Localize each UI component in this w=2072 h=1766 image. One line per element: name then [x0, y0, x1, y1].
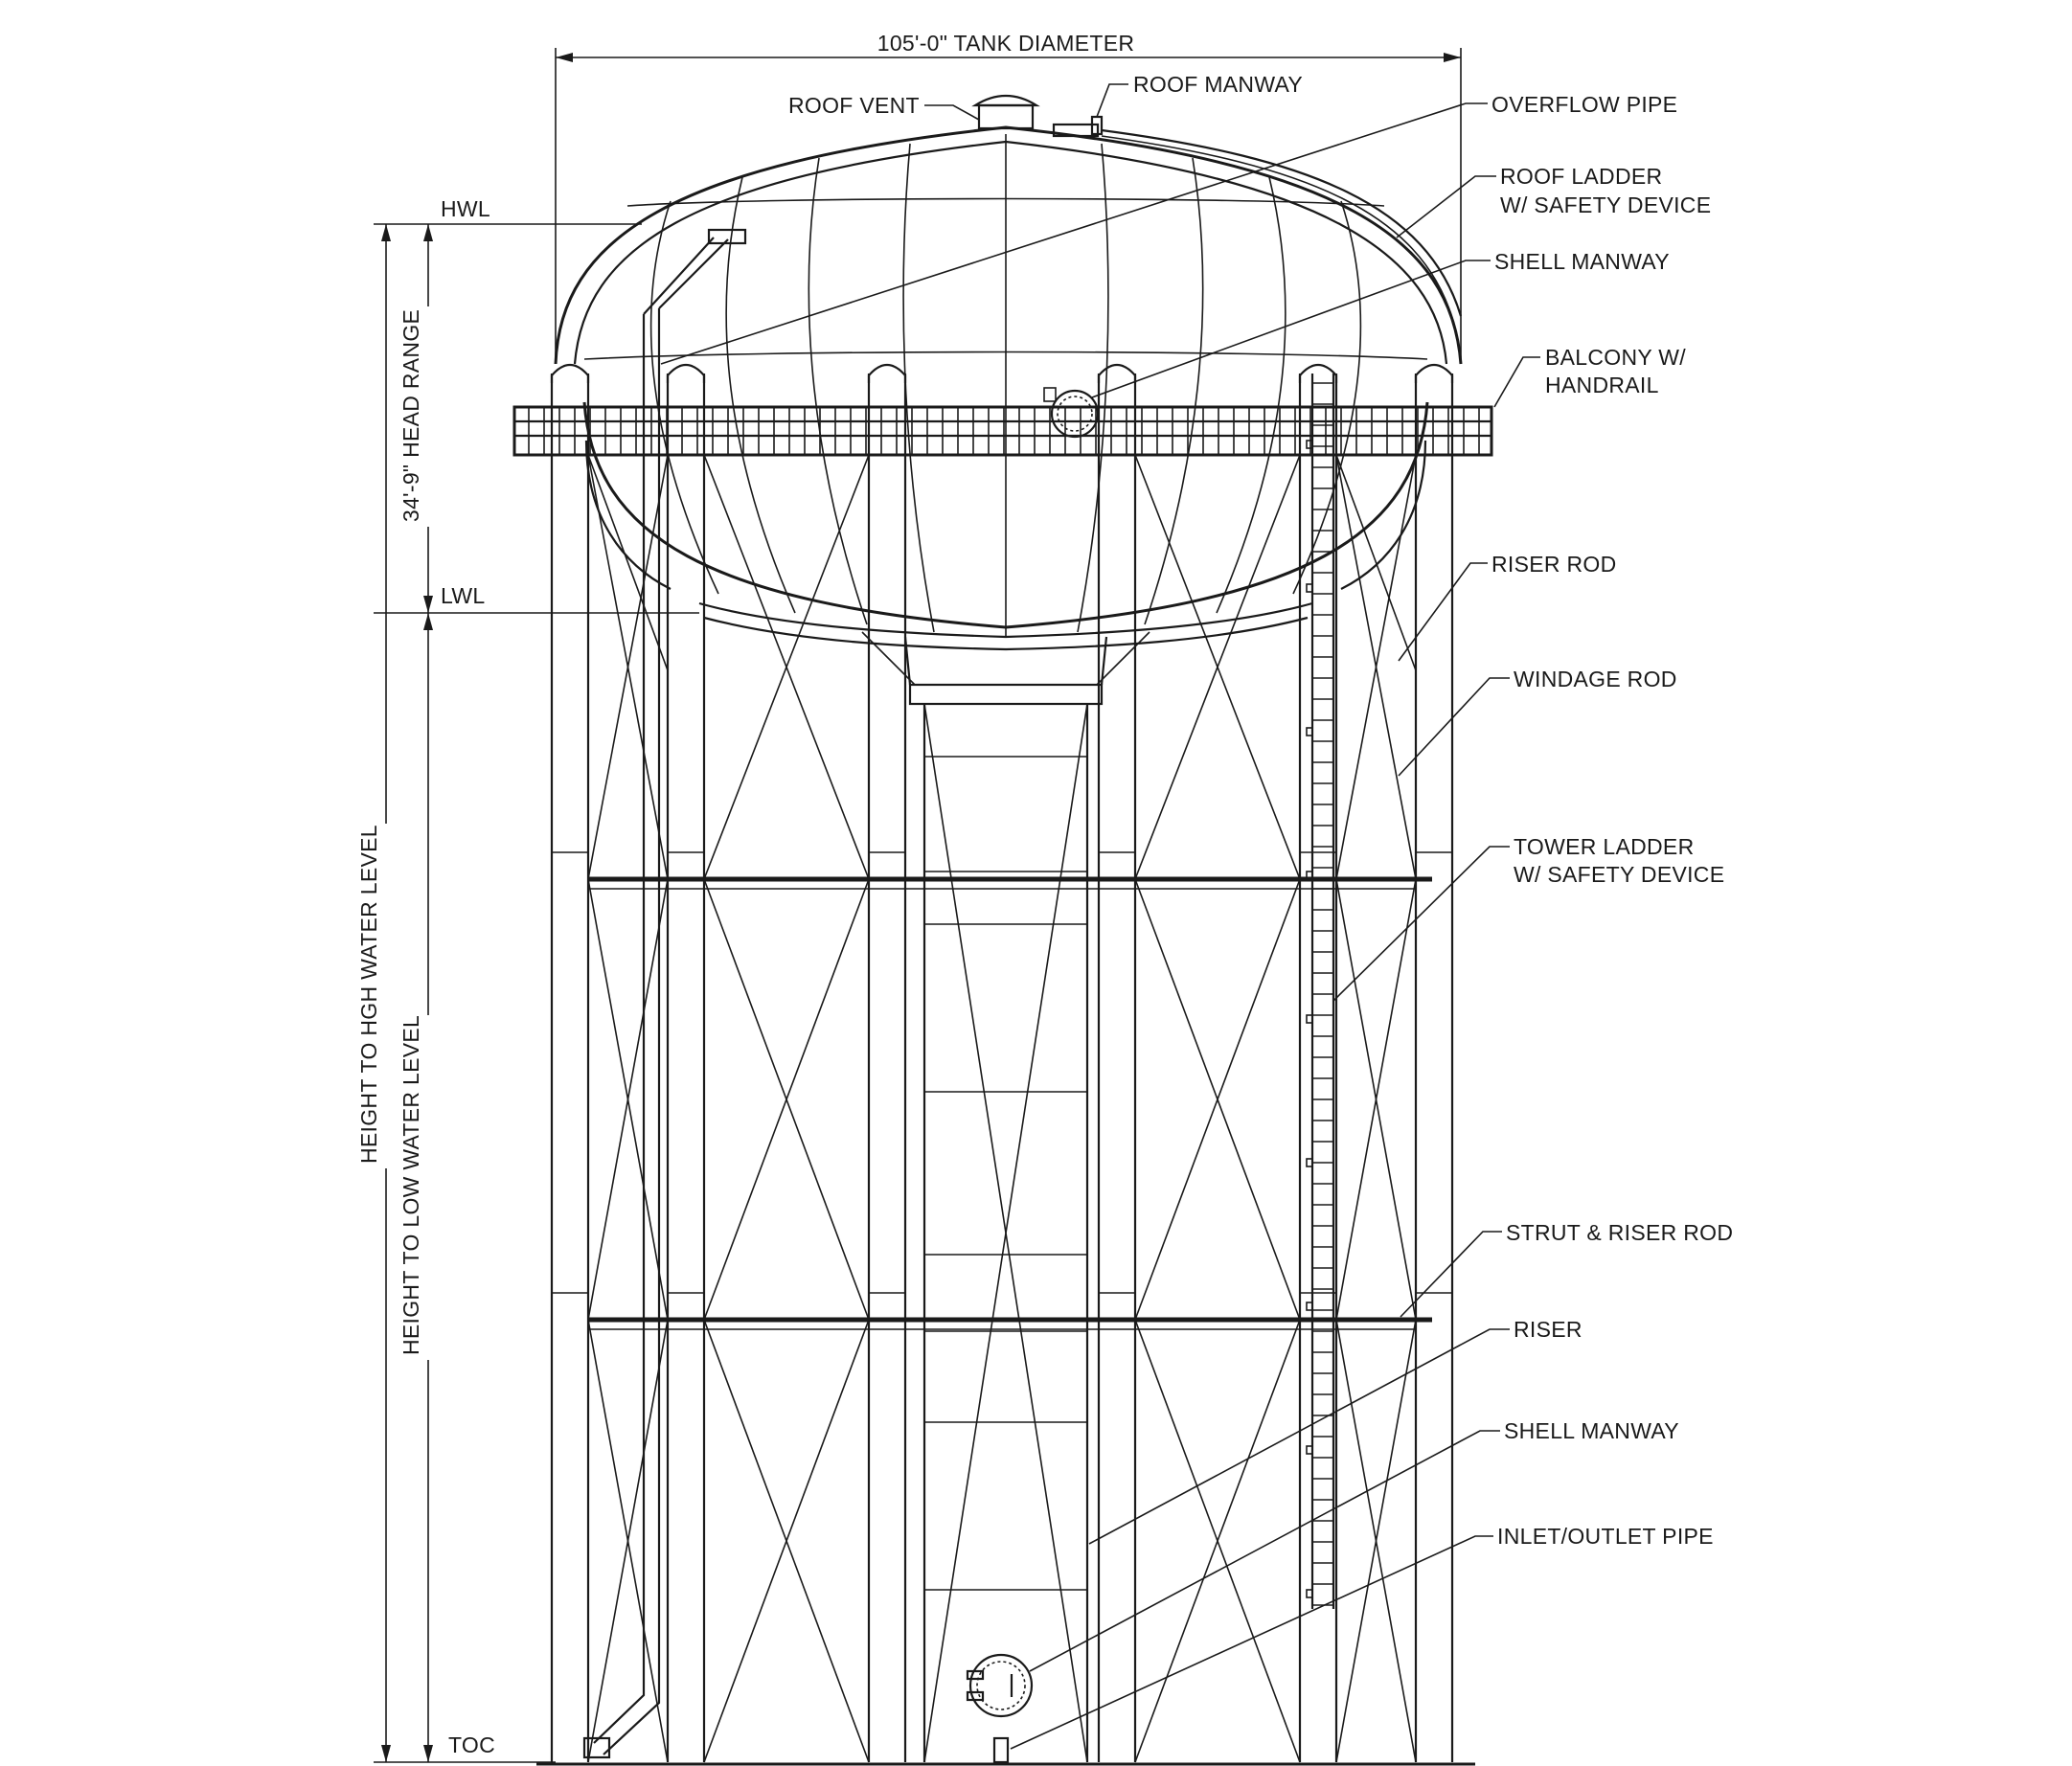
height-low-water-label: HEIGHT TO LOW WATER LEVEL	[398, 1015, 423, 1355]
hwl-label: HWL	[441, 196, 490, 221]
windage-rod	[587, 1319, 669, 1763]
lwl-label: LWL	[441, 583, 486, 608]
callout-tower-ladder-1: TOWER LADDER	[1514, 834, 1694, 859]
column-caps	[550, 363, 1454, 383]
column-cap-4	[1097, 363, 1137, 383]
height-high-water-label: HEIGHT TO HGH WATER LEVEL	[356, 825, 381, 1164]
column-cap-3	[867, 363, 907, 383]
riser-rod	[587, 454, 669, 671]
windage-rod	[703, 878, 870, 1321]
windage-rod	[587, 454, 669, 880]
vertical-dimensions: HEIGHT TO HGH WATER LEVEL HEIGHT TO LOW …	[356, 224, 444, 1762]
column-cap-6	[1414, 363, 1454, 383]
column-cap-1	[550, 363, 590, 383]
tower-ladder	[1306, 374, 1335, 1609]
windage-rod	[703, 454, 870, 880]
callouts: ROOF VENT ROOF MANWAY OVERFLOW PIPE ROOF…	[660, 72, 1733, 1750]
ladder-clip	[1306, 727, 1313, 736]
tower-bracing	[587, 454, 1417, 1763]
callout-shell-manway-top: SHELL MANWAY	[1494, 249, 1670, 274]
callout-windage-rod: WINDAGE ROD	[1514, 667, 1677, 691]
riser-rod	[1335, 454, 1417, 671]
callout-tower-ladder-2: W/ SAFETY DEVICE	[1514, 862, 1724, 887]
ladder-clip	[1306, 1158, 1313, 1167]
windage-rod	[1134, 454, 1301, 880]
riser	[922, 703, 1089, 1763]
tank-diameter-dimension: 105'-0" TANK DIAMETER	[555, 29, 1462, 364]
ladder-clip	[1306, 1589, 1313, 1598]
callout-roof-manway: ROOF MANWAY	[1133, 72, 1303, 97]
tank-diameter-label: 105'-0" TANK DIAMETER	[877, 31, 1135, 56]
callout-riser-rod: RISER ROD	[1491, 552, 1617, 577]
column-cap-5	[1298, 363, 1338, 383]
callout-strut-riser-rod: STRUT & RISER ROD	[1506, 1220, 1733, 1245]
balcony-with-handrail	[512, 405, 1493, 457]
windage-rod	[1134, 1319, 1301, 1763]
callout-balcony-2: HANDRAIL	[1545, 373, 1659, 397]
inlet-outlet-pipe	[992, 1736, 1010, 1764]
windage-rod	[1335, 878, 1417, 1321]
windage-rod	[587, 878, 669, 1321]
ladder-clip	[1306, 440, 1313, 449]
callout-inlet-outlet-pipe: INLET/OUTLET PIPE	[1497, 1524, 1714, 1549]
shell-manway-top	[1043, 387, 1100, 439]
callout-roof-ladder-1: ROOF LADDER	[1500, 164, 1662, 189]
ladder-clip	[1306, 1014, 1313, 1024]
callout-riser: RISER	[1514, 1317, 1582, 1342]
callout-roof-ladder-2: W/ SAFETY DEVICE	[1500, 192, 1711, 217]
windage-rod	[1335, 454, 1417, 880]
head-range-label: 34'-9" HEAD RANGE	[398, 309, 423, 522]
tower-columns	[550, 374, 1454, 1762]
ladder-clip	[1306, 583, 1313, 593]
tower-struts	[589, 876, 1432, 1323]
column-cap-2	[666, 363, 706, 383]
ladder-clip	[1306, 1302, 1313, 1311]
shell-manway-bottom	[966, 1653, 1034, 1718]
ladder-clip	[1306, 1445, 1313, 1455]
level-lines: HWL LWL TOC	[374, 196, 699, 1763]
overflow-pipe	[582, 228, 747, 1759]
windage-rod	[1335, 1319, 1417, 1763]
callout-shell-manway-bottom: SHELL MANWAY	[1504, 1418, 1679, 1443]
ladder-clip	[1306, 871, 1313, 880]
windage-rod	[703, 1319, 870, 1763]
callout-overflow-pipe: OVERFLOW PIPE	[1491, 92, 1677, 117]
callout-roof-vent: ROOF VENT	[788, 93, 920, 118]
toc-label: TOC	[448, 1732, 495, 1757]
callout-balcony-1: BALCONY W/	[1545, 345, 1686, 370]
windage-rod	[1134, 878, 1301, 1321]
